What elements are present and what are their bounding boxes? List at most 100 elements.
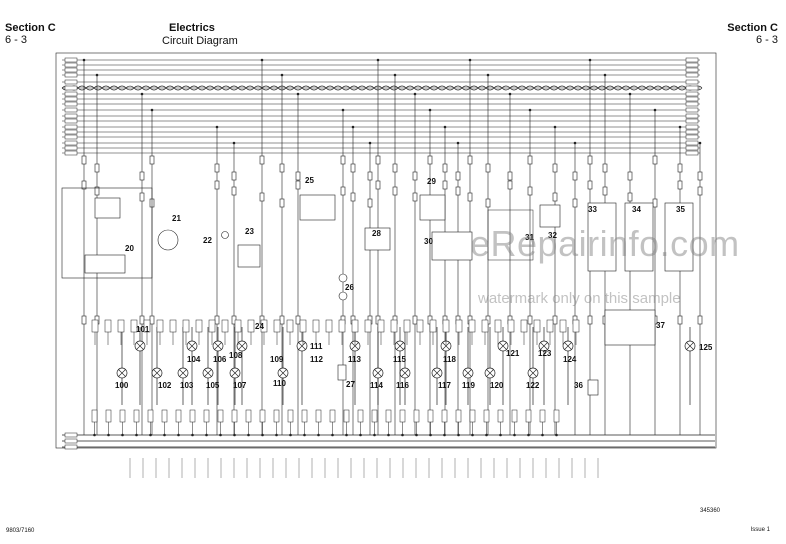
junction-dot — [191, 433, 194, 437]
lamp-cross — [499, 342, 507, 350]
fuse-block — [546, 319, 554, 333]
junction-dot — [232, 141, 236, 145]
bus-terminal-right — [685, 85, 699, 91]
connector-block — [259, 155, 265, 165]
component-number-100: 100 — [115, 381, 129, 390]
relay-35-box — [664, 202, 694, 272]
lamp-cross — [442, 342, 450, 350]
terminal-block — [539, 409, 546, 423]
lamp-cross — [529, 369, 537, 377]
component-number-24: 24 — [255, 322, 264, 331]
component-number-103: 103 — [180, 381, 194, 390]
lamp-cross — [204, 369, 212, 377]
watermark-subtext: watermark only on this sample — [478, 290, 681, 307]
bus-terminal-left — [64, 72, 78, 78]
lamp-cross — [401, 369, 409, 377]
component-number-27: 27 — [346, 380, 355, 389]
bus-terminal-right — [685, 140, 699, 146]
junction-dot — [95, 73, 99, 77]
bus-terminal-right — [685, 107, 699, 113]
connector-block — [442, 180, 448, 190]
fuse-block — [520, 319, 528, 333]
connector-block — [81, 155, 87, 165]
component-number-124: 124 — [563, 355, 577, 364]
junction-dot — [351, 125, 355, 129]
junction-dot — [555, 433, 558, 437]
fuse-block — [208, 319, 216, 333]
terminal-block — [343, 409, 350, 423]
junction-dot — [499, 433, 502, 437]
page-subtitle: Circuit Diagram — [162, 35, 238, 47]
relay-32-box — [539, 204, 561, 228]
connector-block — [467, 192, 473, 202]
fuse-block — [429, 319, 437, 333]
component-number-104: 104 — [187, 355, 201, 364]
horn-36-box — [587, 379, 599, 396]
bus-terminal-left — [64, 113, 78, 119]
junction-dot — [261, 433, 264, 437]
module-31-box — [487, 209, 534, 261]
junction-dot — [140, 92, 144, 96]
junction-dot — [296, 92, 300, 96]
connector-block — [527, 315, 533, 325]
connector-block — [412, 315, 418, 325]
junction-dot — [698, 141, 702, 145]
component-number-123: 123 — [538, 349, 552, 358]
component-number-117: 117 — [438, 381, 451, 390]
connector-block — [259, 192, 265, 202]
junction-dot — [401, 433, 404, 437]
lamp-cross — [351, 342, 359, 350]
terminal-block — [385, 409, 392, 423]
watermark-text: eRepairinfo.com — [470, 223, 740, 264]
connector-block — [652, 155, 658, 165]
terminal-block — [413, 409, 420, 423]
terminal-block — [553, 409, 560, 423]
fuse-block — [338, 319, 346, 333]
switch-21-symbol — [157, 229, 179, 251]
bus-terminal-right — [685, 129, 699, 135]
terminal-block — [483, 409, 490, 423]
timer-symbol — [94, 197, 121, 219]
connector-block — [697, 171, 703, 181]
fuse-block — [533, 319, 541, 333]
connector-block — [279, 163, 285, 173]
connector-block — [572, 198, 578, 208]
connector-block — [392, 186, 398, 196]
bus-terminal-left — [64, 67, 78, 73]
fuse-block — [273, 319, 281, 333]
connector-block — [139, 171, 145, 181]
connector-block — [677, 163, 683, 173]
connector-block — [427, 155, 433, 165]
component-number-112: 112 — [310, 355, 323, 364]
page-number-right: 6 - 3 — [755, 34, 778, 46]
connector-block — [392, 163, 398, 173]
fuse-block — [286, 319, 294, 333]
terminal-block — [231, 409, 238, 423]
bus-terminal-right — [685, 150, 699, 156]
junction-dot — [468, 58, 472, 62]
connector-block — [139, 315, 145, 325]
junction-dot — [121, 433, 124, 437]
junction-dot — [260, 58, 264, 62]
fuse-block — [221, 319, 229, 333]
connector-block — [214, 163, 220, 173]
bus-terminal-right — [685, 118, 699, 124]
bus-terminal-right — [685, 145, 699, 151]
component-number-30: 30 — [424, 237, 433, 246]
module-20-box — [61, 187, 153, 279]
lamp-cross — [486, 369, 494, 377]
connector-block — [572, 171, 578, 181]
lamp-cross — [433, 369, 441, 377]
terminal-block — [245, 409, 252, 423]
component-number-33: 33 — [588, 205, 597, 214]
component-number-120: 120 — [490, 381, 504, 390]
connector-block — [602, 186, 608, 196]
connector-block — [587, 180, 593, 190]
junction-dot — [513, 433, 516, 437]
issue-label: Issue 1 — [750, 527, 770, 533]
bus-terminal-left — [64, 150, 78, 156]
connector-block — [552, 192, 558, 202]
bus-terminal-left — [64, 79, 78, 85]
junction-dot — [303, 433, 306, 437]
bus-terminal-left — [64, 91, 78, 97]
